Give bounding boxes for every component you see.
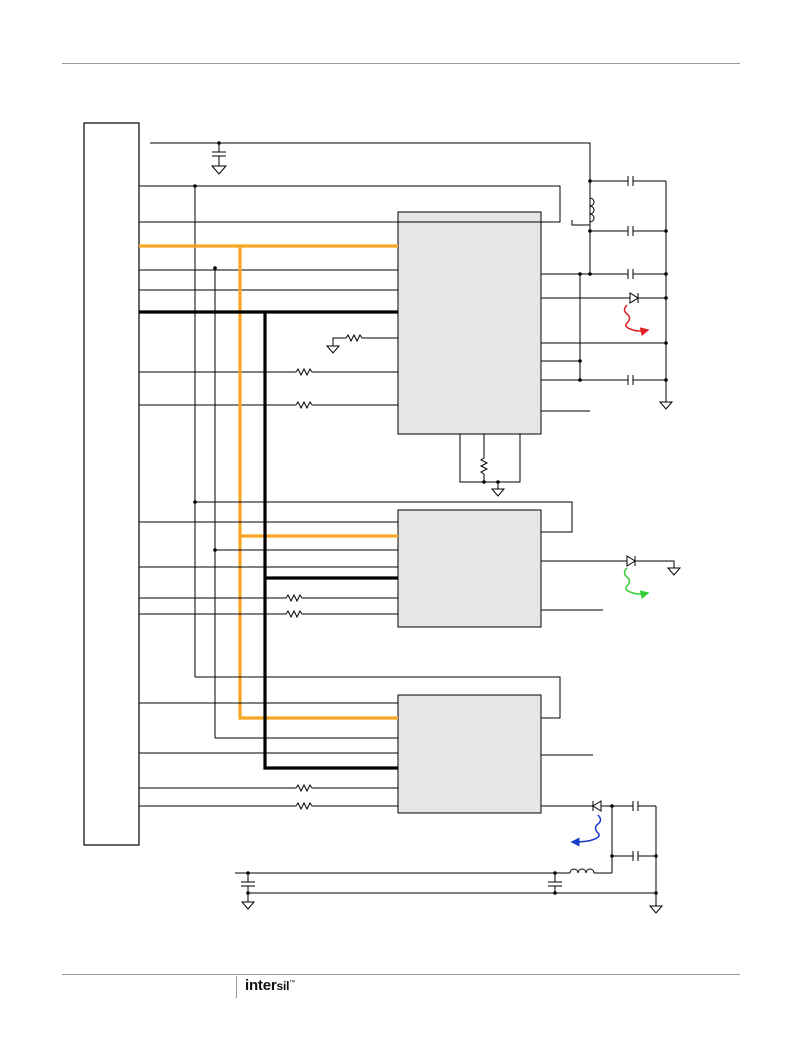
header-rule [62,63,740,64]
bottom-supply [235,868,656,910]
green-led-emission [623,567,650,600]
chip1-bottom [459,434,521,497]
red-led-emission [623,304,650,337]
connector-block [83,122,140,846]
black-bus [139,310,398,770]
chip-2 [397,509,542,628]
footer-rule [62,974,740,975]
signal-lines-chip2 [139,501,682,619]
orange-bus [139,244,398,720]
chip-3 [397,694,542,814]
chip1-outputs [541,176,674,412]
blue-led-emission [570,814,602,847]
intersil-logo: intersil™ [245,977,296,994]
signal-lines-chip1 [139,185,561,410]
footer-separator [236,976,237,998]
signal-lines-chip3 [139,676,664,914]
chip-1 [397,211,542,435]
vertical-distribution [193,184,217,738]
